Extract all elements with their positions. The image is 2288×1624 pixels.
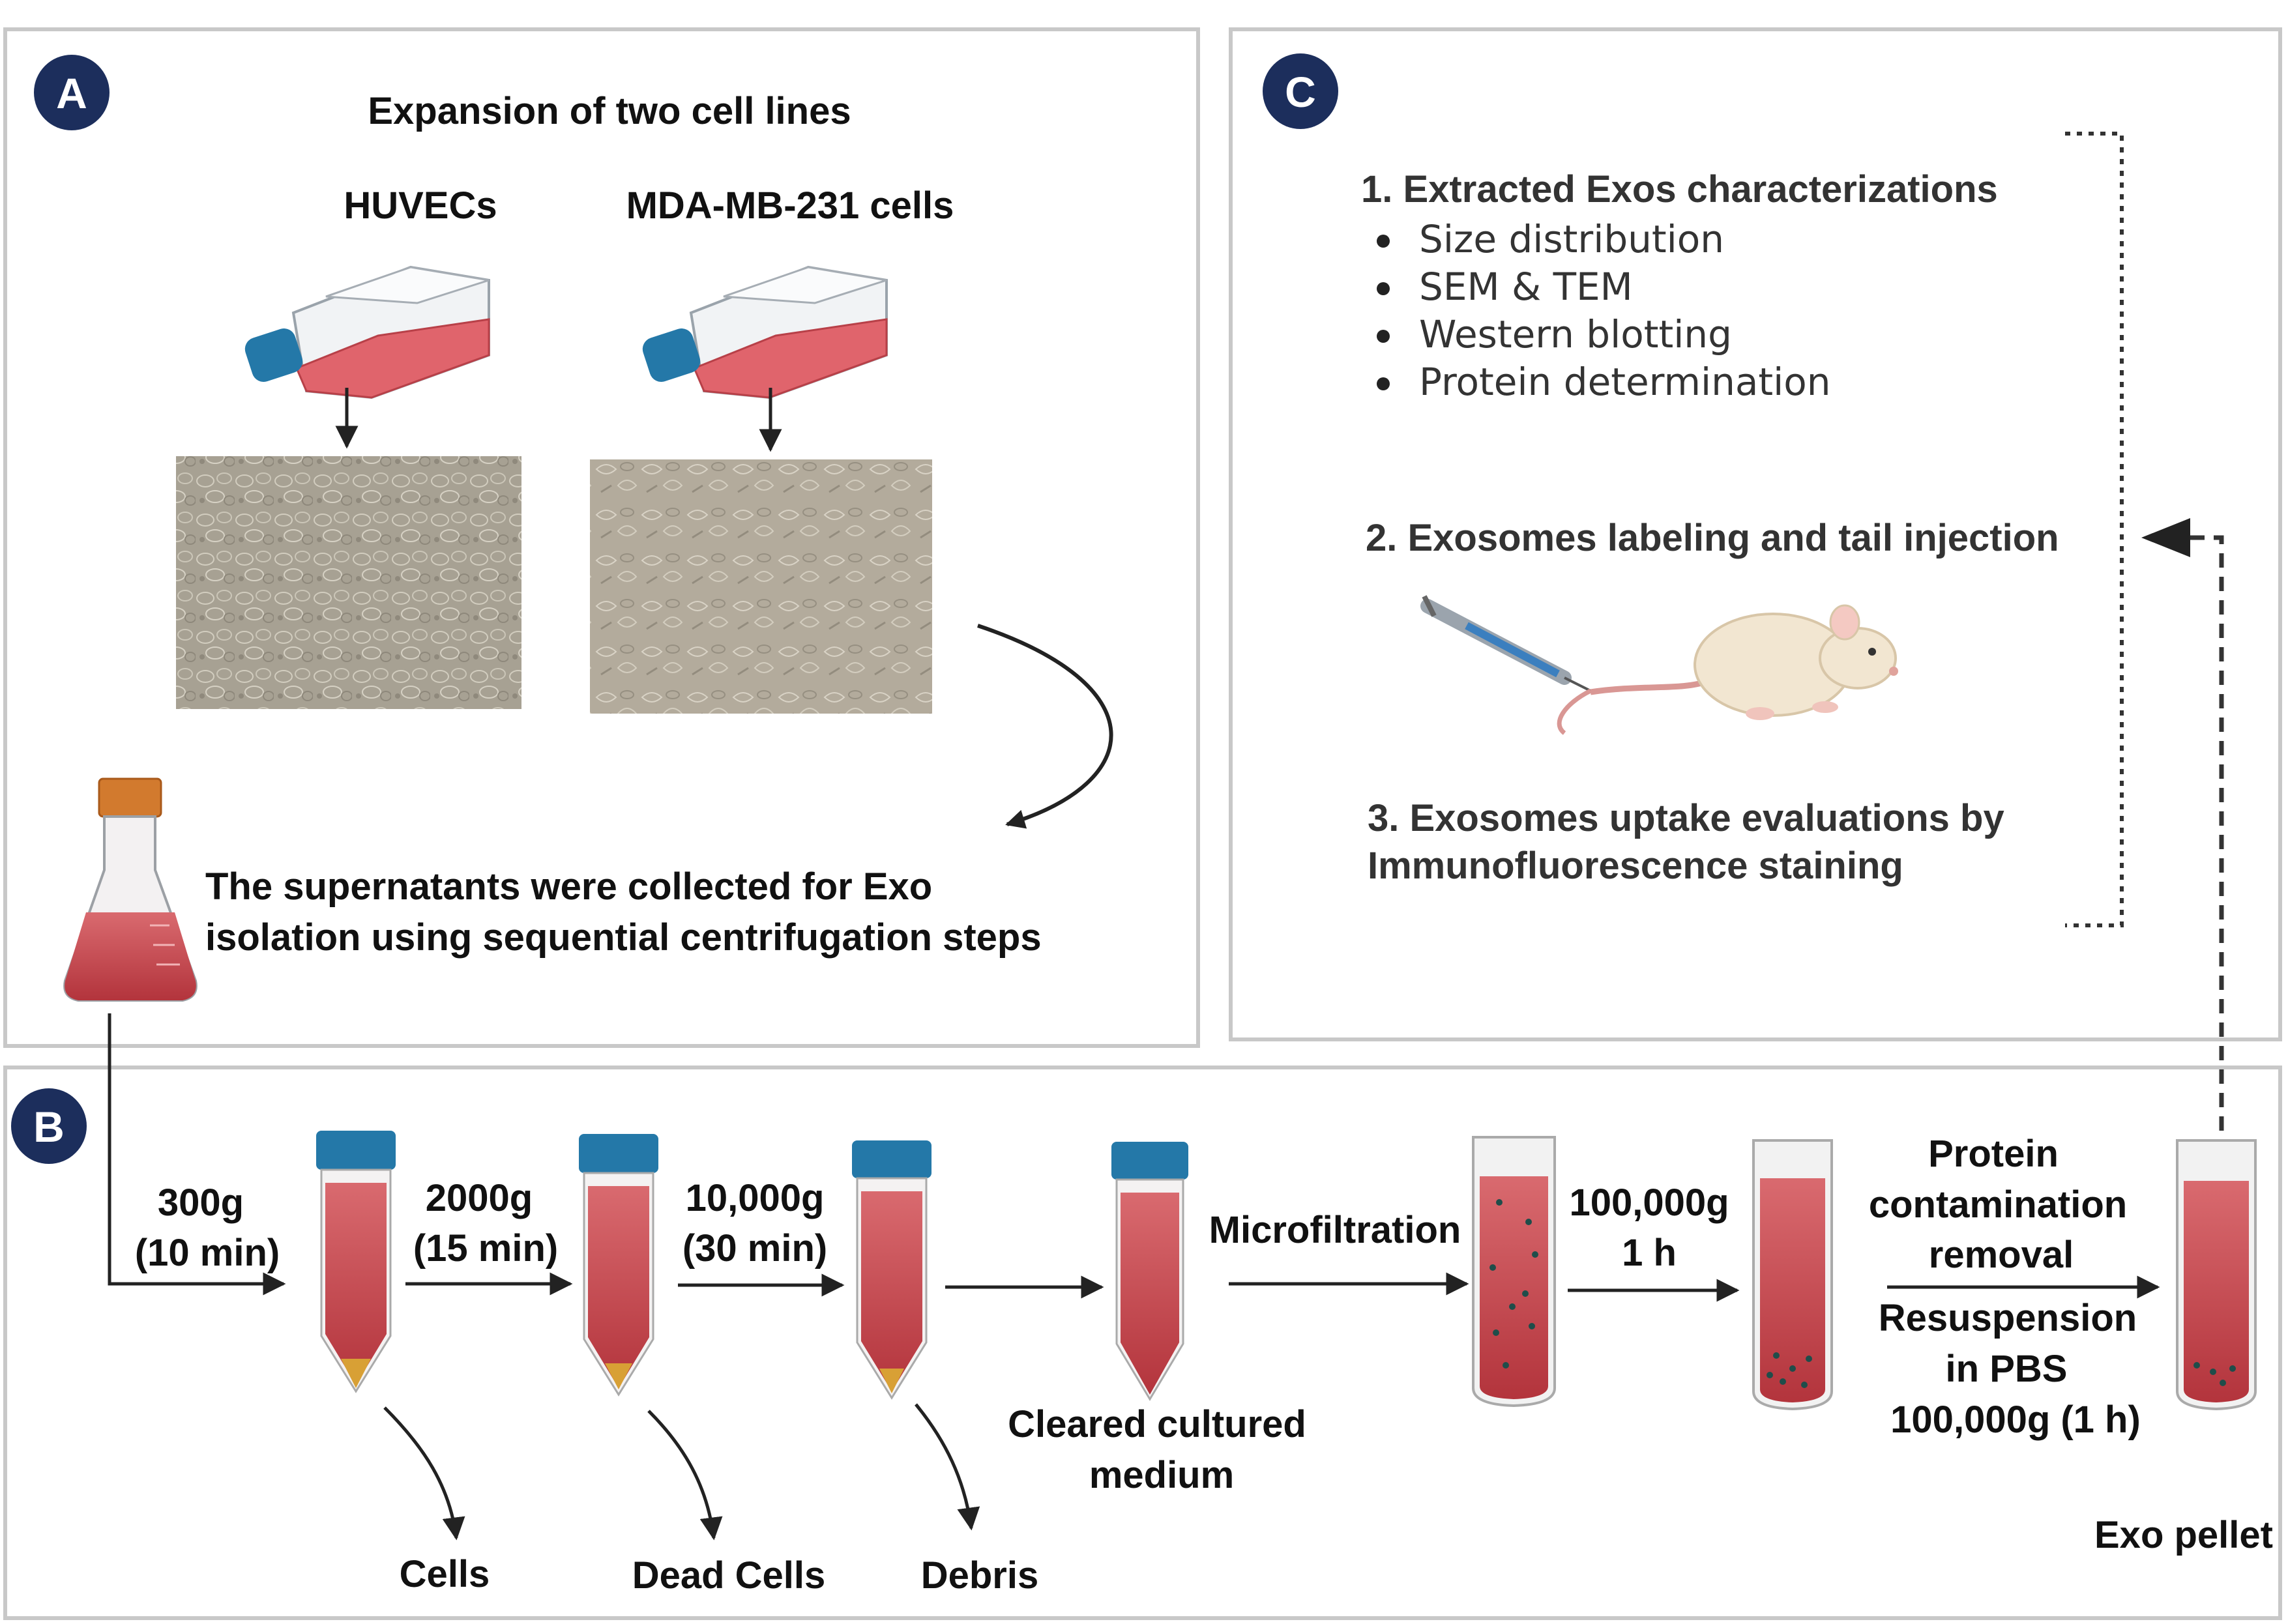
curved-arrow-icon xyxy=(915,1403,980,1531)
curved-arrow-icon xyxy=(647,1410,723,1541)
microfiltration-label: Microfiltration xyxy=(1209,1209,1461,1251)
mouse-icon xyxy=(1557,604,1898,735)
step1-speed: 300g xyxy=(158,1182,244,1224)
ultracentrifuge-tube-icon xyxy=(1752,1139,1833,1411)
syringe-icon xyxy=(1420,595,1591,692)
panel-a-frame xyxy=(3,27,1200,1048)
supernatant-text-line-1: The supernatants were collected for Exo xyxy=(205,865,932,908)
connector-arrow xyxy=(108,1013,286,1296)
panel-a-badge: A xyxy=(34,55,110,130)
resuspension-line-3: 100,000g (1 h) xyxy=(1890,1399,2141,1441)
panel-c-badge: C xyxy=(1263,53,1338,129)
resuspension-line-2: in PBS xyxy=(1946,1348,2068,1390)
protein-removal-line-1: Protein xyxy=(1928,1133,2059,1175)
curved-arrow-icon xyxy=(977,624,1113,829)
uptake-title-line-1: 3. Exosomes uptake evaluations by xyxy=(1368,797,2004,839)
list-item: Western blotting xyxy=(1419,312,1732,356)
arrowhead-left-icon xyxy=(2141,518,2190,557)
falcon-tube-icon xyxy=(852,1140,931,1400)
ultracentrifuge-tube-icon xyxy=(2176,1139,2257,1411)
mda-mb-231-micrograph xyxy=(590,459,932,714)
bullet-icon xyxy=(1377,235,1390,248)
characterization-list: Size distribution SEM & TEM Western blot… xyxy=(1377,217,1831,404)
falcon-tube-icon xyxy=(1111,1142,1188,1401)
panel-a-title: Expansion of two cell lines xyxy=(368,90,851,132)
panel-a-badge-letter: A xyxy=(56,69,87,117)
falcon-tube-icon xyxy=(316,1131,396,1393)
labeling-injection-title: 2. Exosomes labeling and tail injection xyxy=(1366,517,2059,559)
bullet-icon xyxy=(1377,330,1390,343)
step1-time: (10 min) xyxy=(135,1232,280,1274)
list-item: Size distribution xyxy=(1419,217,1724,261)
cell-line-1-label: HUVECs xyxy=(344,184,497,227)
list-item: Protein determination xyxy=(1419,360,1831,404)
bullet-icon xyxy=(1377,282,1390,295)
culture-flask-icon xyxy=(244,265,490,399)
waste-cells-label: Cells xyxy=(400,1553,490,1595)
characterizations-title: 1. Extracted Exos characterizations xyxy=(1361,168,1998,210)
panel-b-badge-letter: B xyxy=(33,1103,65,1151)
supernatant-text-line-2: isolation using sequential centrifugatio… xyxy=(205,916,1042,959)
culture-flask-icon xyxy=(642,265,888,399)
resuspension-line-1: Resuspension xyxy=(1879,1297,2137,1339)
huvec-micrograph xyxy=(176,456,521,709)
panel-c-frame xyxy=(1229,27,2282,1041)
step2-time: (15 min) xyxy=(413,1227,558,1269)
list-item: SEM & TEM xyxy=(1419,265,1633,309)
panel-c-badge-letter: C xyxy=(1285,68,1316,116)
panel-b-frame xyxy=(3,1066,2282,1620)
cell-line-2-label: MDA-MB-231 cells xyxy=(626,184,954,227)
protein-removal-line-3: removal xyxy=(1929,1234,2074,1276)
bracket-dotted xyxy=(2065,132,2124,927)
waste-debris-label: Debris xyxy=(921,1554,1039,1597)
step5-speed: 100,000g xyxy=(1569,1182,1729,1224)
curved-arrow-icon xyxy=(383,1406,465,1541)
cleared-medium-line-2: medium xyxy=(1089,1454,1234,1496)
erlenmeyer-flask-icon xyxy=(63,777,198,1002)
waste-dead-cells-label: Dead Cells xyxy=(632,1554,826,1597)
falcon-tube-icon xyxy=(579,1134,658,1397)
exo-pellet-label: Exo pellet xyxy=(2094,1514,2273,1556)
protein-removal-line-2: contamination xyxy=(1869,1183,2127,1226)
panel-b-badge: B xyxy=(11,1088,87,1164)
step3-speed: 10,000g xyxy=(686,1177,825,1219)
cleared-medium-line-1: Cleared cultured xyxy=(1008,1403,1306,1445)
step2-speed: 2000g xyxy=(426,1177,533,1219)
step3-time: (30 min) xyxy=(682,1227,827,1269)
feedback-dashed-arrow xyxy=(2180,535,2224,1131)
ultracentrifuge-tube-icon xyxy=(1472,1136,1556,1408)
step5-time: 1 h xyxy=(1622,1232,1677,1274)
bullet-icon xyxy=(1377,377,1390,390)
uptake-title-line-2: Immunofluorescence staining xyxy=(1368,845,1903,887)
